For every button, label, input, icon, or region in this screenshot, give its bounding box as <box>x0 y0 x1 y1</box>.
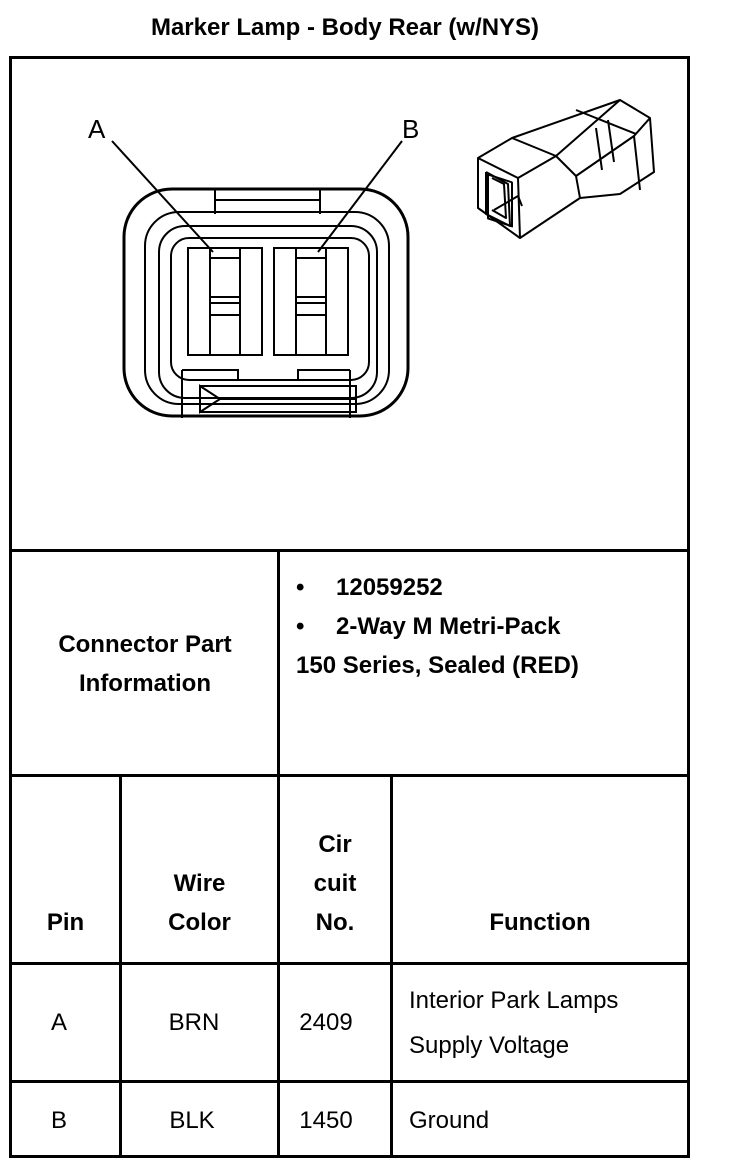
divider-col-pin <box>119 774 122 1158</box>
connector-info-label: Connector Part Information <box>12 552 278 776</box>
header-pin: Pin <box>12 777 119 962</box>
row-a-pin: A <box>50 1009 67 1036</box>
divider-diagram <box>9 549 690 552</box>
connector-iso-icon <box>477 99 655 239</box>
pin-label-a: A <box>88 114 106 144</box>
bullet-icon: • <box>296 613 305 640</box>
header-wire-color: Wire Color <box>122 777 277 962</box>
connector-series: 150 Series, Sealed (RED) <box>296 652 579 679</box>
row-a-wire-color: BRN <box>168 1009 220 1036</box>
connector-info-item: • 2-Way M Metri-Pack <box>296 607 579 646</box>
part-number: 12059252 <box>336 574 443 601</box>
row-a-function-line1: Interior Park Lamps <box>409 986 619 1014</box>
connector-type: 2-Way M Metri-Pack <box>336 613 561 640</box>
row-a-circuit: 2409 <box>299 1009 353 1036</box>
header-function: Function <box>393 777 687 962</box>
header-circuit-line3: No. <box>315 909 355 936</box>
divider-row-a <box>9 1080 690 1083</box>
row-b-wire-color: BLK <box>169 1107 215 1134</box>
header-circuit-line2: cuit <box>313 870 357 897</box>
divider-col-circuit <box>390 774 393 1158</box>
header-function-text: Function <box>489 909 591 936</box>
page-title: Marker Lamp - Body Rear (w/NYS) <box>150 14 540 41</box>
header-wire-color-line1: Wire <box>173 870 226 897</box>
header-circuit: Cir cuit No. <box>280 777 390 962</box>
connector-info-item: • 12059252 <box>296 568 579 607</box>
connector-diagram <box>111 99 655 418</box>
divider-info-col <box>277 549 280 777</box>
pin-label-b: B <box>402 114 420 144</box>
connector-info-label-line2: Information <box>78 670 211 697</box>
bullet-icon: • <box>296 574 305 601</box>
divider-header <box>9 962 690 965</box>
row-a-function: Interior Park Lamps Supply Voltage <box>409 965 687 1080</box>
connector-info-list: • 12059252 • 2-Way M Metri-Pack 150 Series… <box>296 568 579 685</box>
row-b-function: Ground <box>409 1107 490 1134</box>
header-circuit-line1: Cir <box>318 831 352 858</box>
row-a-function-line2: Supply Voltage <box>409 1031 570 1059</box>
divider-info <box>9 774 690 777</box>
connector-face-icon <box>122 187 410 418</box>
row-b-circuit: 1450 <box>299 1107 353 1134</box>
connector-table-frame <box>9 56 690 1158</box>
header-wire-color-line2: Color <box>168 909 231 936</box>
divider-col-color <box>277 774 280 1158</box>
row-b-pin: B <box>50 1107 67 1134</box>
pin-leader-lines <box>111 140 403 253</box>
connector-info-label-line1: Connector Part <box>58 631 232 658</box>
header-pin-text: Pin <box>46 909 85 936</box>
